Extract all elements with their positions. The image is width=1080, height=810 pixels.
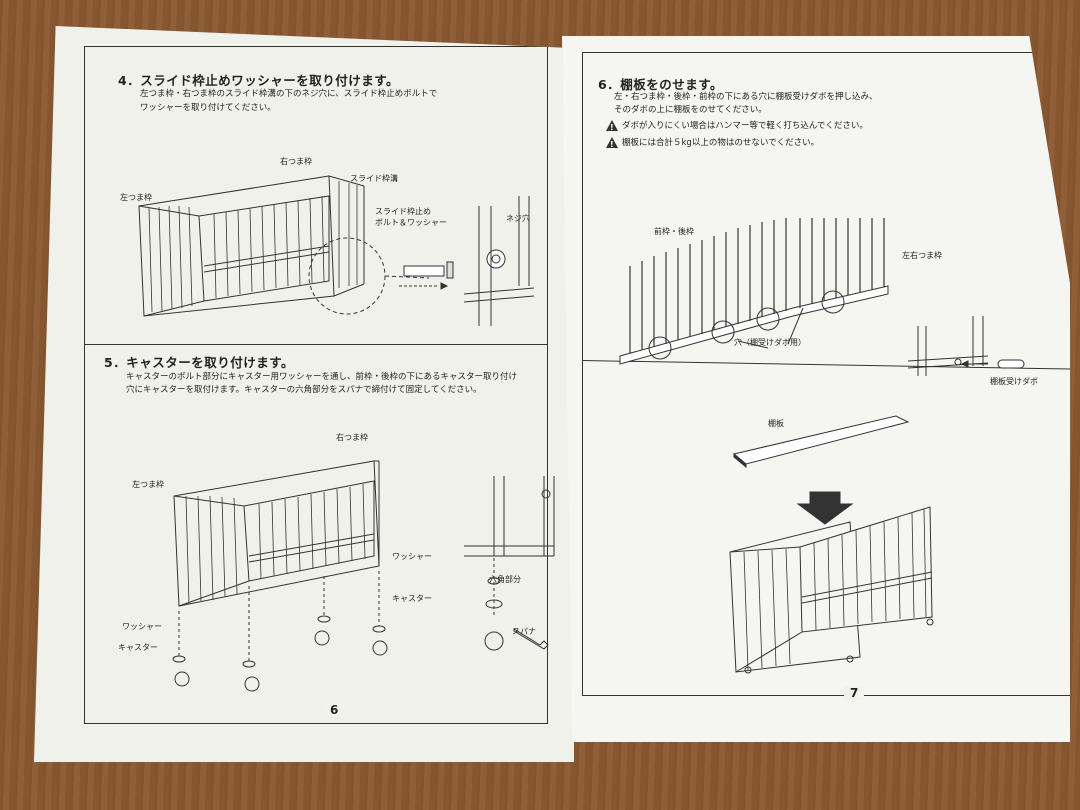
step5-instruction-line1: キャスターのボルト部分にキャスター用ワッシャーを通し、前枠・後枠の下にあるキャス… [126, 372, 518, 382]
page-number-7: 7 [844, 686, 865, 700]
page-frame [582, 52, 1070, 696]
label-hex-part: 六角部分 [489, 575, 521, 584]
label-right-end-frame-5: 右つま枠 [336, 433, 368, 442]
label-bolt-washer-1: スライド枠止め [375, 207, 431, 216]
label-left-end-frame-5: 左つま枠 [132, 480, 164, 489]
label-spanner: スパナ [512, 627, 536, 636]
label-slide-groove: スライド枠溝 [350, 174, 398, 183]
warning-text: 棚板には合計５kg以上の物はのせないでください。 [622, 138, 820, 148]
label-right-end-frame: 右つま枠 [280, 157, 312, 166]
label-caster: キャスター [118, 643, 158, 652]
label-washer-detail: ワッシャー [392, 552, 432, 561]
warning-icon [606, 120, 618, 134]
step5-heading: 5．キャスターを取り付けます。 [104, 355, 294, 370]
step4-heading: 4．スライド枠止めワッシャーを取り付けます。 [118, 73, 399, 88]
step6-instruction-line1: 左・右つま枠・後枠・前枠の下にある穴に棚板受けダボを押し込み、 [614, 92, 878, 102]
step4-instruction-line1: 左つま枠・右つま枠のスライド枠溝の下のネジ穴に、スライド枠止めボルトで [140, 89, 438, 99]
step6-instruction-line2: そのダボの上に棚板をのせてください。 [614, 105, 767, 115]
step6-warning-1: ダボが入りにくい場合はハンマー等で軽く打ち込んでください。 [606, 120, 868, 134]
warning-text: ダボが入りにくい場合はハンマー等で軽く打ち込んでください。 [622, 121, 868, 131]
crib-slide-frame-diagram [129, 166, 549, 336]
label-hole-for-dowel: 穴（棚受けダボ用） [734, 338, 806, 347]
label-front-back-frame: 前枠・後枠 [654, 227, 694, 236]
label-washer: ワッシャー [122, 622, 162, 631]
step6-heading: 6．棚板をのせます。 [598, 77, 723, 92]
dowel-insertion-diagram [618, 216, 1038, 376]
step6-warning-2: 棚板には合計５kg以上の物はのせないでください。 [606, 137, 820, 151]
page-frame [84, 46, 548, 724]
shelf-placement-diagram [730, 412, 950, 672]
label-screw-hole: ネジ穴 [506, 214, 530, 223]
manual-page-left: 4．スライド枠止めワッシャーを取り付けます。 左つま枠・右つま枠のスライド枠溝の… [34, 26, 574, 762]
step4-instruction-line2: ワッシャーを取り付けてください。 [140, 103, 276, 113]
label-caster-detail: キャスター [392, 594, 432, 603]
step5-instruction-line2: 穴にキャスターを取付けます。キャスターの六角部分をスパナで締付けて固定してくださ… [126, 385, 482, 395]
crib-caster-diagram [174, 446, 554, 686]
section-divider [84, 344, 548, 345]
manual-page-right: 6．棚板をのせます。 左・右つま枠・後枠・前枠の下にある穴に棚板受けダボを押し込… [562, 36, 1070, 742]
label-left-right-end-frame: 左右つま枠 [902, 251, 942, 260]
warning-icon [606, 137, 618, 151]
page-number-6: 6 [324, 703, 345, 717]
label-shelf-board: 棚板 [768, 419, 784, 428]
label-bolt-washer-2: ボルト＆ワッシャー [375, 218, 447, 227]
label-shelf-dowel: 棚板受けダボ [990, 377, 1038, 386]
label-left-end-frame: 左つま枠 [120, 193, 152, 202]
